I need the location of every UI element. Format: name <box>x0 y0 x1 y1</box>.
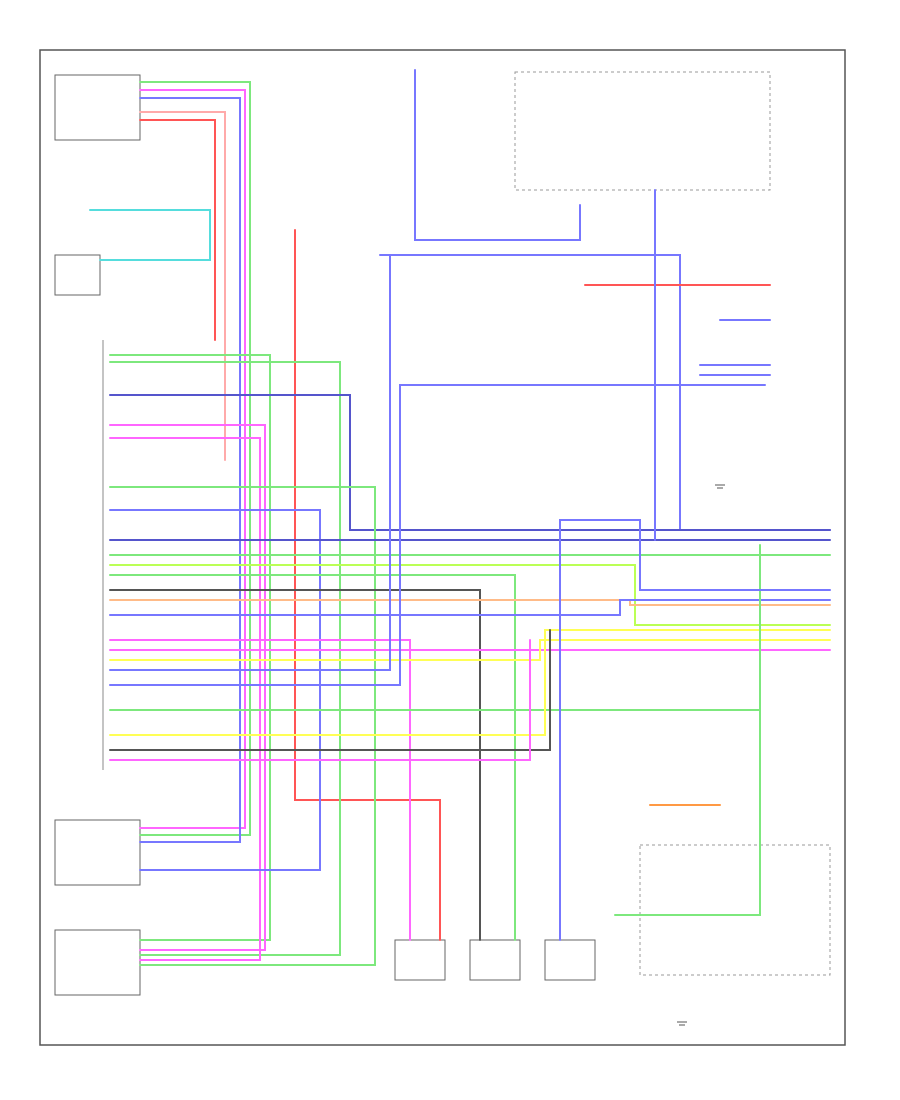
wire-blue-8 <box>379 254 831 531</box>
wire-blue-7 <box>414 69 581 241</box>
wire-red-4 <box>139 119 216 341</box>
wire-blue-34 <box>559 519 831 941</box>
wire-pink-13 <box>109 437 261 961</box>
wire-green-33 <box>614 544 761 916</box>
wire-cyan-5 <box>89 209 211 261</box>
wire-pink-31 <box>109 639 531 761</box>
component-box-f <box>469 939 521 981</box>
wire-blue-22 <box>109 599 831 616</box>
wire-salmon-3 <box>139 111 226 461</box>
wire-green-0 <box>139 81 251 836</box>
wire-black-20 <box>109 589 481 941</box>
wire-blue-27 <box>109 384 766 686</box>
wire-navy-11 <box>109 394 831 531</box>
wire-green-19 <box>109 574 516 941</box>
switch-block <box>639 844 831 976</box>
ground-symbol <box>677 484 725 1026</box>
wire-blue-15 <box>109 509 321 871</box>
wire-pink-23 <box>109 639 411 941</box>
wire-group <box>89 69 831 966</box>
component-box-g <box>544 939 596 981</box>
wire-pink-1 <box>139 89 246 829</box>
wire-peach-21 <box>109 599 831 606</box>
component-box-b <box>54 254 101 296</box>
wire-pink-12 <box>109 424 266 951</box>
wire-red-6 <box>294 229 441 941</box>
wire-green-10 <box>109 361 341 956</box>
wire-blue-2 <box>139 97 241 843</box>
component-box-a <box>54 74 141 141</box>
diagram-frame <box>39 49 846 1046</box>
wire-black-30 <box>109 629 551 751</box>
wire-lime-18 <box>109 564 831 626</box>
component-box-c <box>54 819 141 886</box>
wire-blue-26 <box>109 254 391 671</box>
wire-green-9 <box>109 354 271 941</box>
wire-yellow-25 <box>109 639 831 661</box>
relay-block <box>514 71 771 191</box>
component-box-e <box>394 939 446 981</box>
wire-yellow-29 <box>109 629 831 736</box>
component-box-d <box>54 929 141 996</box>
wire-green-14 <box>109 486 376 966</box>
